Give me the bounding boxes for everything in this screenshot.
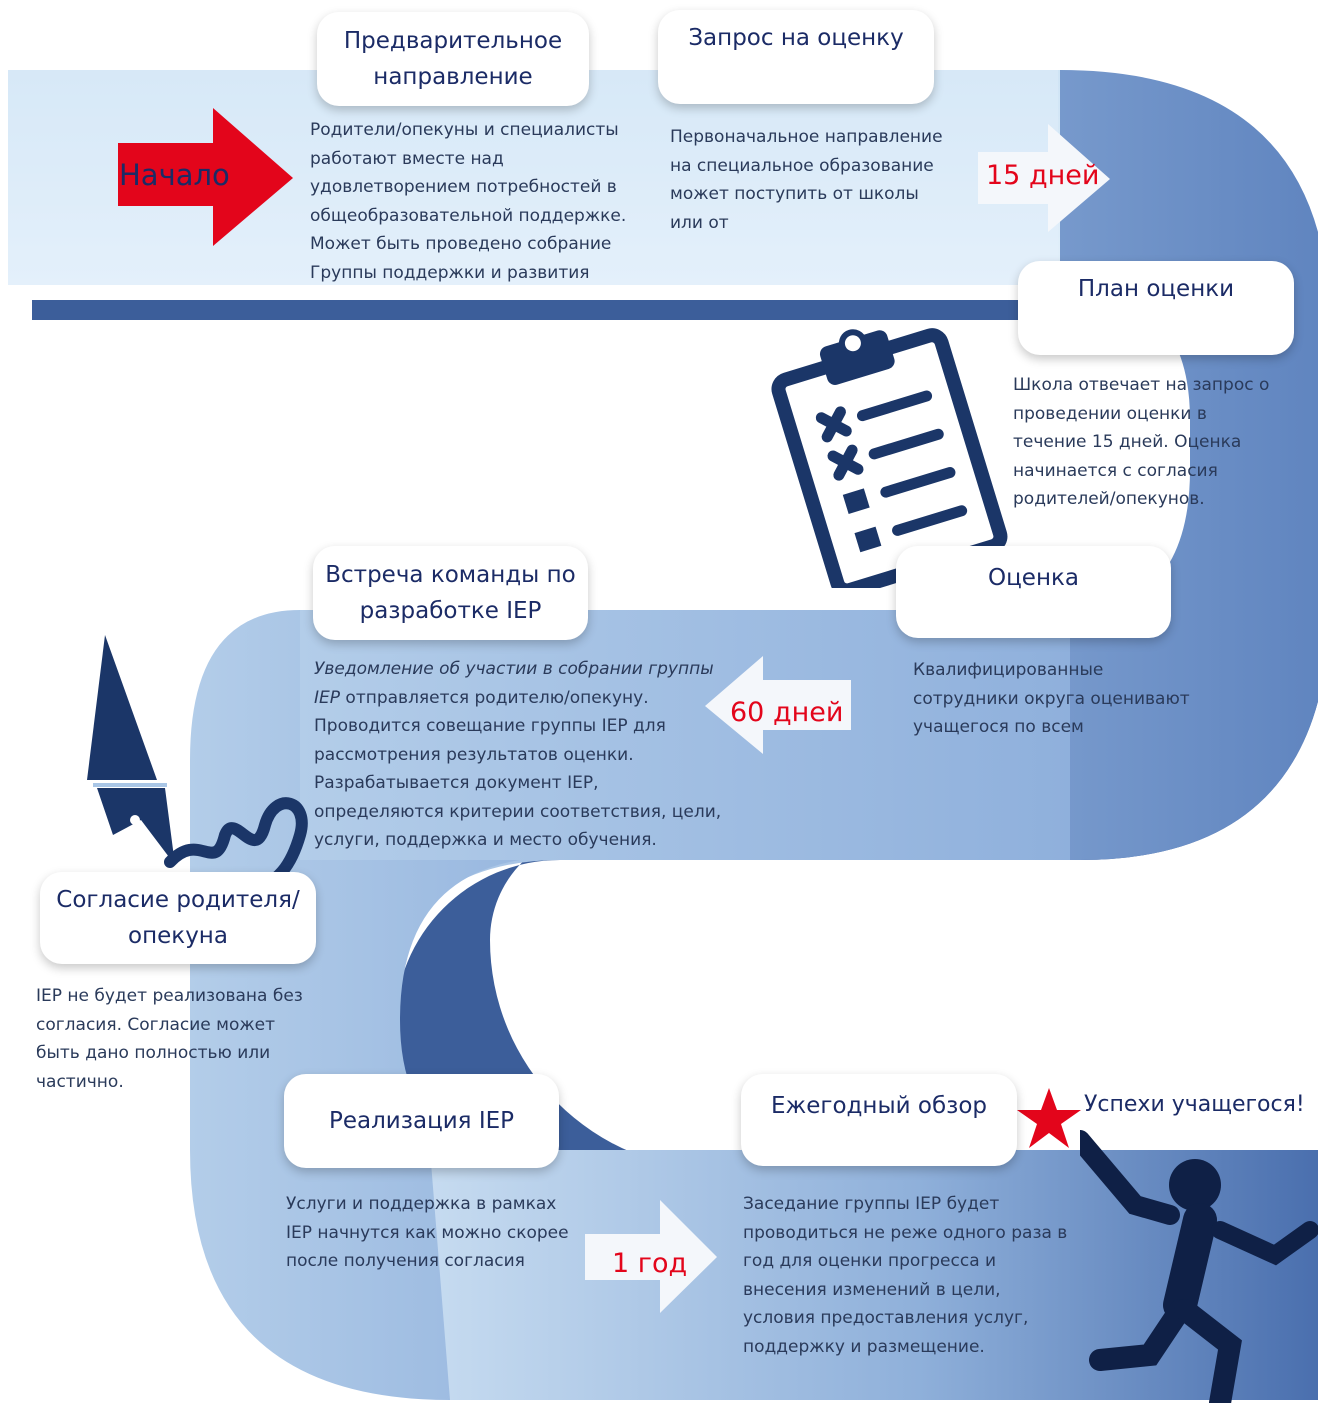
desc-consent: IEP не будет реализована без согласия. С… — [36, 986, 303, 1092]
card-eval-request: Запрос на оценку — [658, 10, 934, 104]
card-iep-meeting: Встреча команды по разработке IEP — [313, 546, 588, 640]
timeframe-60-days: 60 дней — [730, 697, 844, 728]
desc-eval-request: Первоначальное направление на специально… — [670, 127, 943, 233]
fountain-pen-icon — [87, 635, 308, 890]
star-icon — [1017, 1088, 1081, 1148]
desc-iep-meeting-italic: Уведомление об участии в собрании группы… — [314, 659, 714, 708]
desc-iep-meeting: Уведомление об участии в собрании группы… — [314, 655, 722, 855]
card-eval-plan: План оценки — [1018, 261, 1294, 355]
runner-icon — [1080, 1130, 1318, 1403]
desc-implementation: Услуги и поддержка в рамках IEP начнутся… — [286, 1194, 569, 1271]
desc-iep-meeting-rest: отправляется родителю/опекуну. Проводитс… — [314, 687, 722, 851]
success-label: Успехи учащегося! — [1084, 1092, 1305, 1117]
card-pre-referral: Предварительное направление — [317, 12, 589, 106]
timeframe-15-days: 15 дней — [986, 160, 1100, 191]
card-consent: Согласие родителя/опекуна — [40, 872, 316, 964]
start-label: Начало — [119, 158, 230, 192]
start-arrow-icon — [118, 108, 293, 246]
timeframe-arrow-icon — [705, 656, 851, 754]
desc-pre-referral: Родители/опекуны и специалисты работают … — [310, 120, 627, 283]
timeframe-arrow-icon — [978, 124, 1110, 232]
timeframe-arrow-icon — [585, 1200, 717, 1313]
desc-eval-plan: Школа отвечает на запрос о проведении оц… — [1013, 375, 1270, 509]
card-evaluation: Оценка — [896, 546, 1171, 638]
card-implementation: Реализация IEP — [284, 1074, 559, 1168]
desc-annual-review: Заседание группы IEP будет проводиться н… — [743, 1194, 1068, 1357]
desc-evaluation: Квалифицированные сотрудники округа оцен… — [913, 660, 1190, 737]
card-annual-review: Ежегодный обзор — [741, 1074, 1017, 1166]
timeframe-1-year: 1 год — [612, 1248, 688, 1279]
